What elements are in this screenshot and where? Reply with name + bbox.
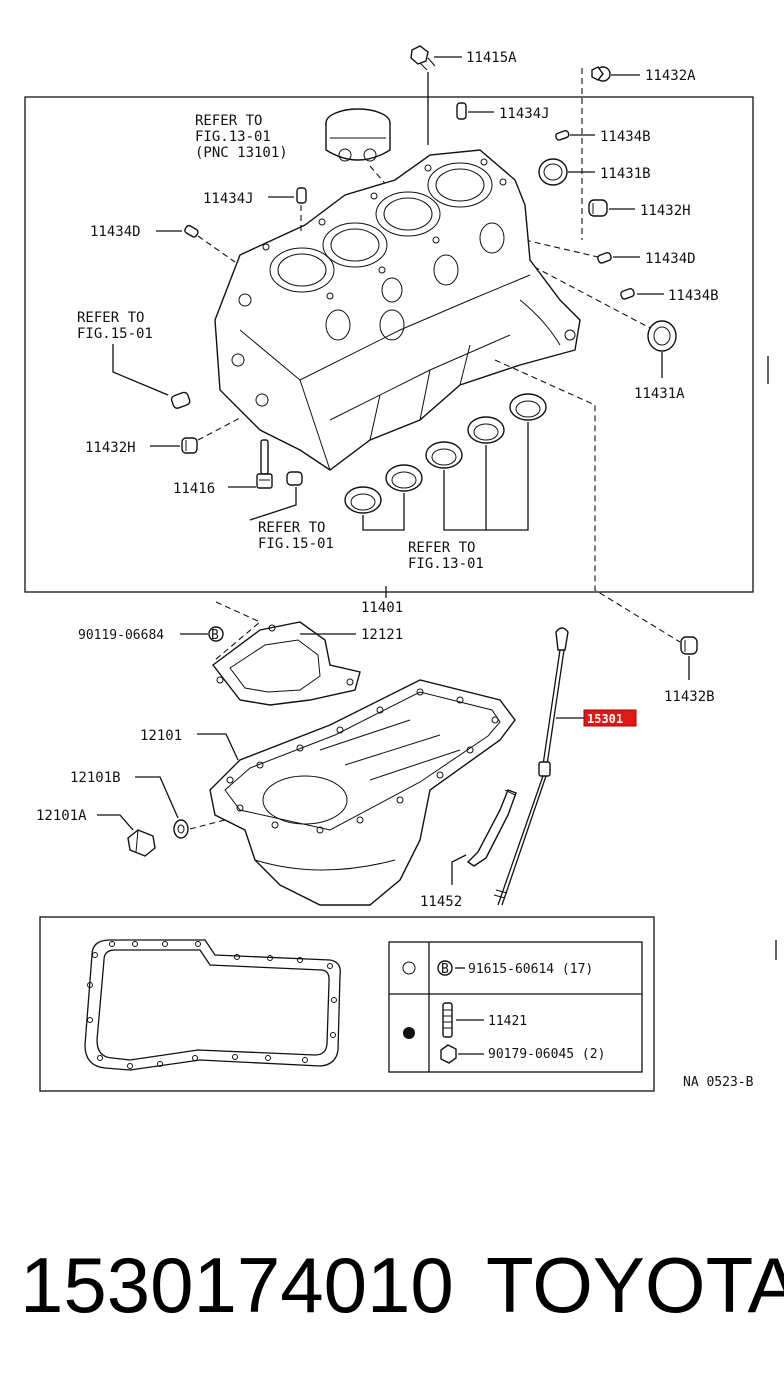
legend-item-11421: 11421 [488, 1014, 527, 1029]
plug-refer-left[interactable] [170, 391, 191, 409]
label-11432H-left: 11432H [85, 440, 136, 456]
open-circle-symbol [402, 961, 416, 975]
gasket-12101B[interactable] [173, 819, 189, 839]
brand-name: TOYOTA [486, 1241, 784, 1329]
dipstick-guide-11452[interactable] [466, 789, 517, 867]
label-11434J-left: 11434J [203, 191, 254, 207]
label-11432A: 11432A [645, 68, 696, 84]
bolt-90119-06684[interactable]: B [208, 626, 224, 643]
legend-bolt-b-symbol [437, 960, 453, 976]
baffle-plate-12121[interactable] [212, 621, 361, 706]
piston-illustration [325, 108, 396, 196]
label-11434J-top: 11434J [499, 106, 550, 122]
bolt-11415A[interactable] [410, 45, 436, 145]
sensor-11416[interactable] [256, 439, 273, 489]
plug-refer-bottom-left[interactable] [286, 471, 303, 486]
legend-item-90179: 90179-06045 (2) [488, 1047, 605, 1062]
label-90119-06684: 90119-06684 [78, 628, 164, 643]
seal-11431A[interactable] [647, 320, 677, 352]
highlighted-part-callout[interactable]: 15301 [583, 709, 637, 727]
engine-block-exploded-diagram: 11415A 11432A REFER TO FIG.13-01 (PNC 13… [24, 45, 777, 1092]
pin-11434B-top[interactable] [555, 129, 570, 141]
refer-left-line2: FIG.15-01 [77, 326, 153, 342]
bolt-11432A[interactable] [591, 66, 611, 82]
label-11401: 11401 [361, 600, 403, 616]
label-11416: 11416 [173, 481, 215, 497]
legend-table: B 91615-60614 (17) 11421 90179-06045 (2) [388, 941, 643, 1073]
refer-bottom-left-line1: REFER TO [258, 520, 325, 536]
label-11432B: 11432B [664, 689, 715, 705]
label-15301: 15301 [587, 712, 623, 726]
pin-11434D-left[interactable] [184, 224, 199, 238]
label-12101B: 12101B [70, 770, 121, 786]
plug-11431B[interactable] [538, 158, 568, 186]
refer-piston-line2: FIG.13-01 [195, 129, 271, 145]
diagram-code: NA 0523-B [683, 1075, 754, 1090]
legend-item-91615: 91615-60614 (17) [468, 962, 593, 977]
label-11434B-right: 11434B [668, 288, 719, 304]
part-number: 1530174010 [20, 1241, 454, 1329]
label-11432H-right: 11432H [640, 203, 691, 219]
label-11431B: 11431B [600, 166, 651, 182]
pin-11434B-right[interactable] [620, 287, 635, 300]
label-11431A: 11431A [634, 386, 685, 402]
plug-11432H-left[interactable] [181, 437, 198, 454]
svg-text:B: B [211, 628, 219, 643]
plug-11432B[interactable] [680, 636, 698, 655]
dipstick-15301[interactable] [493, 627, 569, 906]
label-12121: 12121 [361, 627, 403, 643]
refer-left-line1: REFER TO [77, 310, 144, 326]
refer-bottom-left-line2: FIG.15-01 [258, 536, 334, 552]
label-12101A: 12101A [36, 808, 87, 824]
gasket-legend-frame [39, 916, 655, 1092]
legend-stud-symbol [442, 1002, 453, 1038]
oil-pan-gasket-seal-illustration [84, 939, 341, 1071]
drain-plug-12101A[interactable] [127, 829, 156, 857]
cylinder-block-illustration [214, 149, 581, 471]
refer-piston-line3: (PNC 13101) [195, 145, 288, 161]
main-bearing-set[interactable] [344, 393, 547, 514]
legend-nut-symbol [440, 1044, 457, 1064]
dowel-11434J-left[interactable] [296, 187, 307, 204]
filled-circle-symbol [403, 1027, 415, 1039]
refer-piston-line1: REFER TO [195, 113, 262, 129]
label-11434D-right: 11434D [645, 251, 696, 267]
label-11434B-top: 11434B [600, 129, 651, 145]
refer-bearings-line1: REFER TO [408, 540, 475, 556]
footer-part-info: 1530174010 TOYOTA [0, 1235, 784, 1335]
pin-11434D-right[interactable] [597, 251, 612, 264]
label-11452: 11452 [420, 894, 462, 910]
refer-bearings-line2: FIG.13-01 [408, 556, 484, 572]
label-11434D-left: 11434D [90, 224, 141, 240]
label-11415A: 11415A [466, 50, 517, 66]
legend-bolt-b-letter: B [441, 962, 449, 977]
plug-11432H-right[interactable] [588, 199, 608, 217]
label-12101: 12101 [140, 728, 182, 744]
dowel-11434J-top[interactable] [456, 102, 467, 120]
oil-pan-12101[interactable] [209, 679, 516, 906]
block-assembly-frame [24, 96, 754, 593]
